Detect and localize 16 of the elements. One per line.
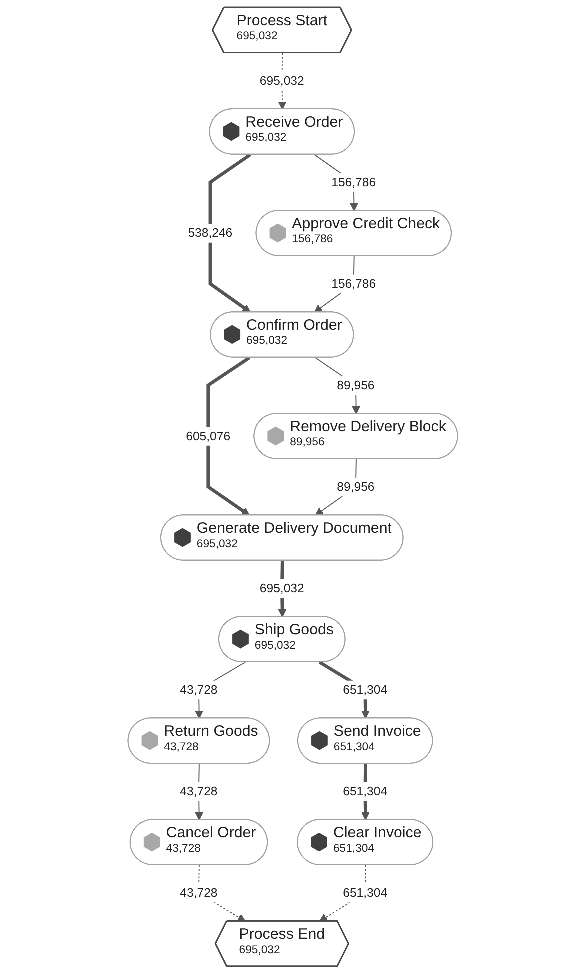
edge-label: 695,032	[260, 581, 304, 596]
edge-label: 43,728	[180, 682, 218, 697]
edge-label: 89,956	[337, 378, 375, 392]
edge-label: 43,728	[180, 886, 218, 900]
arrow	[208, 153, 252, 313]
edge-label: 156,786	[332, 276, 376, 291]
edge-label: 651,304	[343, 886, 388, 900]
edge-label: 538,246	[188, 226, 233, 240]
edge-label: 695,032	[260, 74, 304, 88]
edge-label: 43,728	[180, 784, 218, 798]
edge-label: 89,956	[337, 480, 375, 494]
edge-label: 651,304	[343, 682, 388, 697]
arrow	[206, 356, 251, 516]
edge-label: 651,304	[343, 784, 388, 798]
edge-label: 156,786	[332, 175, 376, 190]
edge-label: 605,076	[186, 428, 231, 444]
